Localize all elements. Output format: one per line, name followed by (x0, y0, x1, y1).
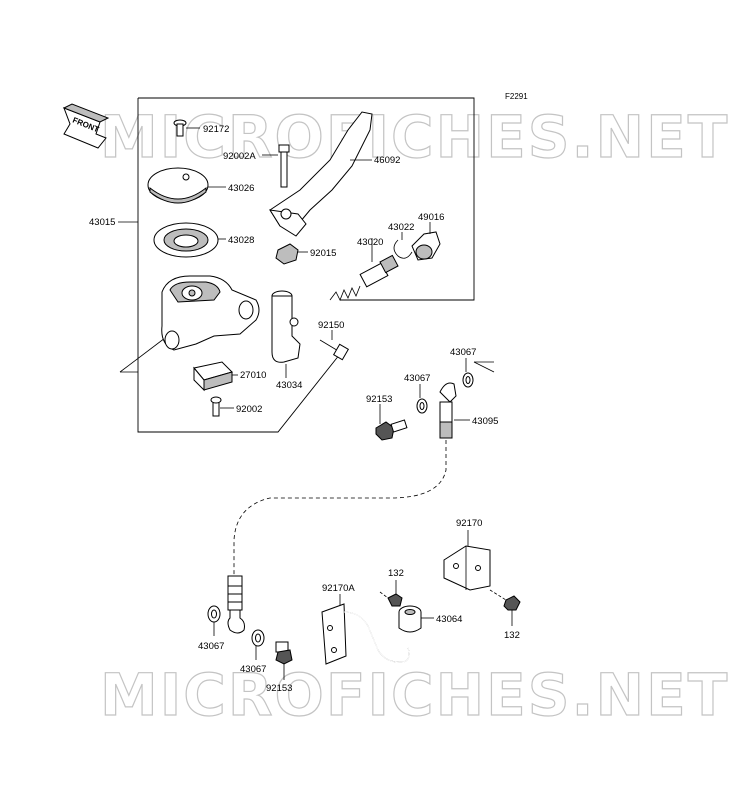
part-43020-piston-kit[interactable] (329, 238, 399, 301)
callout-43015: 43015 (89, 217, 115, 228)
part-43067-washer-b[interactable] (416, 384, 428, 414)
part-92002A-bolt[interactable] (262, 144, 290, 188)
callout-43067-a: 43067 (450, 347, 476, 358)
callout-132-a: 132 (388, 568, 404, 579)
figure-code: F2291 (505, 92, 528, 101)
part-27010-switch[interactable] (193, 361, 238, 392)
callout-92002: 92002 (236, 404, 262, 415)
part-43028-diaphragm[interactable] (153, 222, 226, 258)
part-43095-hose-fitting[interactable] (439, 382, 470, 439)
part-49016-boot[interactable] (411, 222, 441, 261)
part-92153-bolt-a[interactable] (375, 404, 408, 441)
part-46092-lever[interactable] (269, 111, 373, 237)
callout-92153-b: 92153 (266, 683, 292, 694)
part-43034-clamp[interactable] (271, 290, 301, 378)
callout-132-b: 132 (504, 630, 520, 641)
part-92170-bracket[interactable] (443, 530, 491, 591)
callout-92015: 92015 (310, 248, 336, 259)
callout-43020: 43020 (357, 237, 383, 248)
callout-92153-a: 92153 (366, 394, 392, 405)
callout-43095: 43095 (472, 416, 498, 427)
assembly-frame (118, 97, 495, 433)
callout-43064: 43064 (436, 614, 462, 625)
callout-92150: 92150 (318, 320, 344, 331)
part-43067-washer-c[interactable] (207, 605, 221, 636)
part-92153-bolt-b[interactable] (275, 641, 293, 680)
part-92170A-bracket[interactable] (321, 594, 410, 665)
callout-43026: 43026 (228, 183, 254, 194)
callout-27010: 27010 (240, 370, 266, 381)
callout-43067-c: 43067 (198, 641, 224, 652)
part-92015-nut[interactable] (275, 243, 308, 265)
part-43067-washer-d[interactable] (251, 629, 265, 660)
callout-92172: 92172 (203, 124, 229, 135)
brake-hose-line (233, 440, 447, 576)
part-43067-washer-a[interactable] (462, 358, 474, 388)
callout-43067-d: 43067 (240, 664, 266, 675)
front-arrow-icon: FRONT (62, 103, 110, 149)
master-cylinder-body[interactable] (161, 275, 260, 351)
watermark-bottom: MICROFICHES.NET (100, 661, 729, 729)
callout-49016: 49016 (418, 212, 444, 223)
part-43064-grommet[interactable] (398, 605, 434, 633)
callout-43028: 43028 (228, 235, 254, 246)
callout-46092: 46092 (374, 155, 400, 166)
callout-92170: 92170 (456, 518, 482, 529)
callout-43034: 43034 (276, 380, 302, 391)
part-92150-bolt[interactable] (319, 330, 350, 361)
callout-43067-b: 43067 (404, 373, 430, 384)
callout-43022: 43022 (388, 222, 414, 233)
part-43026-cap[interactable] (147, 167, 226, 204)
part-43022-circlip[interactable] (393, 232, 413, 259)
callout-92002A: 92002A (223, 151, 256, 162)
part-132-bolt-a[interactable] (379, 580, 403, 607)
callout-92170A: 92170A (322, 583, 355, 594)
part-hose-lower-fitting[interactable] (227, 575, 245, 634)
watermark-top: MICROFICHES.NET (100, 103, 729, 171)
part-92172-screw[interactable] (173, 119, 200, 137)
part-92002-screw[interactable] (210, 396, 234, 417)
part-132-bolt-b[interactable] (489, 589, 521, 626)
